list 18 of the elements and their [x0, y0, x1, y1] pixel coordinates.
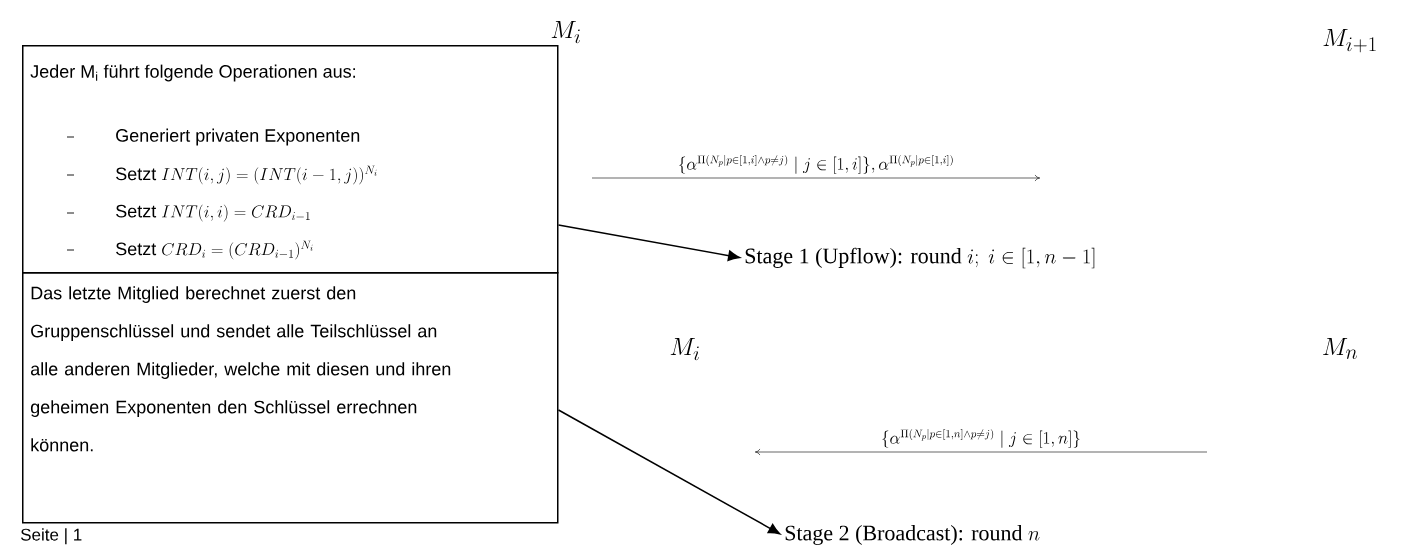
list-item: $\text{Setzt }INT(i,j) = (INT(i-1,j))^{N_i}$ [116, 165, 377, 185]
heading: Jeder M$_{i}$ führt folgende Operationen aus: [30, 64, 355, 82]
list-item: $\text{Setzt }INT(i,i) = CRD_{i-1}$ [116, 204, 310, 222]
member-label: $M_{i+1}$ [1323, 29, 1376, 53]
arrow [557, 224, 741, 261]
stage-label: $\text{Stage 1 (Upflow): round } i;\ i \in [1, n-1]$ [745, 247, 1095, 269]
message-formula: $\{\alpha^{\Pi(N_p | p\in[1,i]\wedge p\neq j)} \mid j\in[1,i]\}, \alpha^{\Pi(N_p|p\in[1,i])}$ [679, 155, 953, 174]
arrow [557, 409, 781, 535]
message-formula: $\{\alpha^{\Pi(N_p | p\in[1,n]\wedge p\neq j)} \mid j\in[1,n]\}$ [882, 429, 1080, 448]
list-item: $\text{Setzt }CRD_i = (CRD_{i-1})^{N_i}$ [116, 240, 313, 260]
member-label: $M_n$ [1323, 338, 1357, 359]
text-box [22, 272, 559, 524]
stage-label: $\text{Stage 2 (Broadcast): round } n$ [785, 525, 1040, 545]
member-label: $M_i$ [670, 338, 699, 361]
member-label: $M_i$ [551, 21, 580, 44]
text-box [22, 45, 559, 274]
list-item: Generiert privaten Exponenten [116, 128, 360, 146]
paragraph: Das letzte Mitglied berechnet zuerst den Gruppenschlüssel und sendet alle Teilschlüssel an alle anderen Mitglieder, welche mit diesen und ihren geheimen Exponenten den Schlüssel errechnen können. [30, 286, 451, 452]
